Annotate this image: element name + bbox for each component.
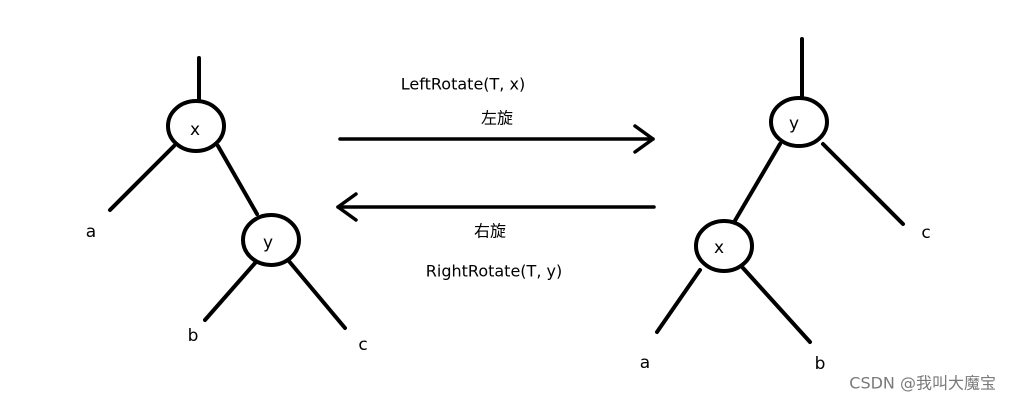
left-tree: x y a b c [86,56,368,355]
left-tree-edge-y-c [286,258,347,330]
right-tree-node-x-label: x [714,238,724,258]
csdn-watermark: CSDN @我叫大魔宝 [849,374,996,393]
left-tree-node-x [166,99,226,153]
left-tree-edge-x-y [216,144,259,216]
right-tree-edge-x-a [655,268,702,334]
left-tree-leaf-a: a [86,222,96,242]
right-tree-edge-x-b [741,266,812,344]
left-tree-leaf-b: b [188,326,199,346]
right-tree: y x c a b [640,37,931,374]
right-tree-node-y-label: y [789,114,799,134]
left-tree-edge-y-b [203,260,258,322]
left-rotate-arrow [338,124,655,154]
right-tree-edge-y-c [821,142,905,226]
left-tree-leaf-c: c [358,335,367,355]
right-rotate-label: RightRotate(T, y) [426,262,562,281]
right-tree-node-x [694,219,754,273]
right-tree-leaf-b: b [815,354,826,374]
left-tree-node-y [241,213,301,267]
left-rotate-cn-label: 左旋 [481,109,513,128]
right-rotate-cn-label: 右旋 [474,222,506,241]
left-rotate-label: LeftRotate(T, x) [401,75,525,94]
right-tree-node-y [769,96,829,148]
right-tree-edge-y-x [731,142,782,226]
right-rotate-arrow [336,192,656,222]
right-tree-leaf-c: c [921,223,930,243]
left-tree-node-x-label: x [190,120,200,140]
left-tree-node-y-label: y [263,233,273,253]
rotation-operations: LeftRotate(T, x) 左旋 右旋 RightRotate(T, y) [336,75,656,281]
right-tree-leaf-a: a [640,353,650,373]
left-tree-edge-x-a [108,144,176,212]
